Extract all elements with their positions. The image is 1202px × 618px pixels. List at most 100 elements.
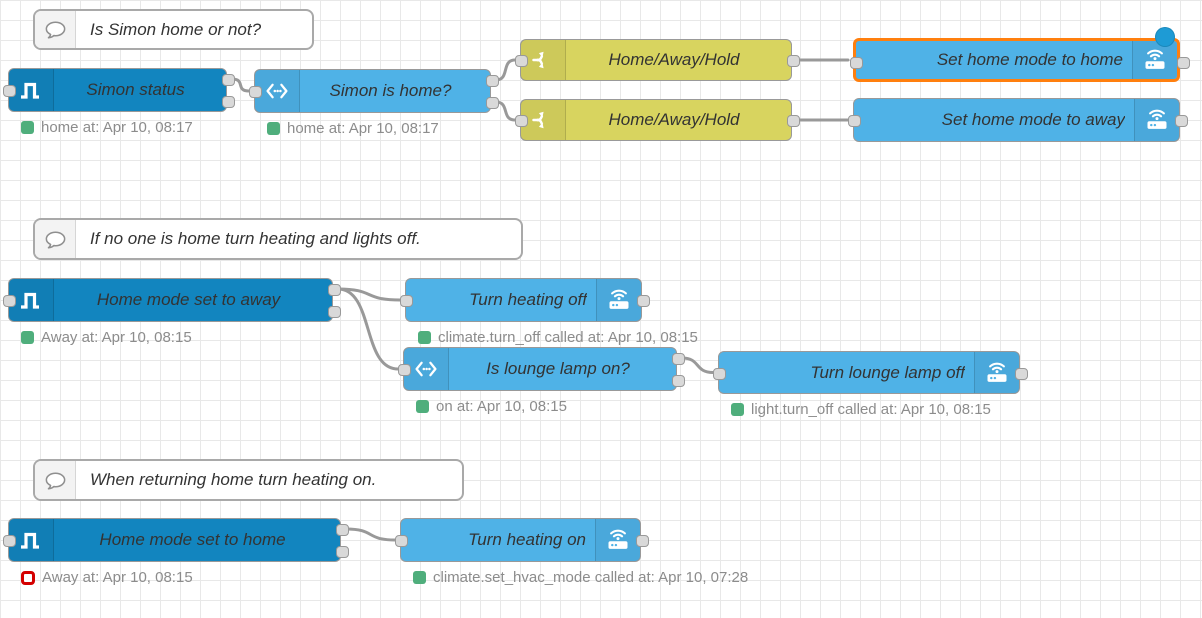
status-dot-icon [416, 400, 429, 413]
trigger-pulse-icon [9, 279, 54, 321]
status-text: Away at: Apr 10, 08:15 [42, 569, 193, 586]
node-port-input[interactable] [397, 364, 411, 376]
ha-device-icon [974, 352, 1019, 393]
node-label: Home mode set to home [99, 530, 286, 549]
node-port-output[interactable] [335, 546, 349, 558]
node-port-input[interactable] [2, 85, 16, 97]
ha-device-icon [1134, 99, 1179, 141]
node-turn_heating_off[interactable]: Turn heating off [399, 278, 650, 322]
node-label: Home/Away/Hold [608, 50, 740, 69]
node-is_lounge_lamp_on[interactable]: Is lounge lamp on? [397, 347, 685, 391]
node-set_home_mode_home[interactable]: Set home mode to home [849, 27, 1190, 82]
node-simon_status[interactable]: Simon status [2, 68, 235, 112]
node-port-output[interactable] [786, 55, 800, 67]
node-status: on at: Apr 10, 08:15 [416, 398, 567, 415]
node-port-output[interactable] [671, 375, 685, 387]
node-status: climate.turn_off called at: Apr 10, 08:1… [418, 329, 698, 346]
node-port-input[interactable] [2, 535, 16, 547]
node-port-input[interactable] [394, 535, 408, 547]
comment-bubble-icon [35, 461, 76, 499]
comment-bubble-icon [35, 11, 76, 48]
comment-node-c2[interactable]: If no one is home turn heating and light… [33, 218, 523, 260]
node-port-input[interactable] [399, 295, 413, 307]
comment-node-c3[interactable]: When returning home turn heating on. [33, 459, 464, 501]
comment-label: When returning home turn heating on. [90, 470, 377, 489]
node-port-output[interactable] [1176, 57, 1190, 69]
status-text: on at: Apr 10, 08:15 [436, 398, 567, 415]
wire[interactable] [230, 77, 251, 93]
node-port-input[interactable] [514, 115, 528, 127]
node-label: Set home mode to home [936, 50, 1123, 69]
node-port-input[interactable] [248, 86, 262, 98]
node-port-output[interactable] [636, 295, 650, 307]
node-status: light.turn_off called at: Apr 10, 08:15 [731, 401, 991, 418]
node-status: home at: Apr 10, 08:17 [267, 120, 439, 137]
node-port-output[interactable] [1014, 367, 1028, 380]
node-home_mode_home[interactable]: Home mode set to home [2, 518, 349, 562]
node-label: Home mode set to away [96, 290, 281, 309]
node-port-input[interactable] [2, 295, 16, 307]
node-port-output[interactable] [221, 96, 235, 108]
node-port-output[interactable] [485, 97, 499, 109]
node-status: climate.set_hvac_mode called at: Apr 10,… [413, 569, 748, 586]
status-dot-icon [731, 403, 744, 416]
status-text: home at: Apr 10, 08:17 [287, 120, 439, 137]
wire[interactable] [494, 58, 517, 82]
ha-device-icon [596, 279, 641, 321]
wire[interactable] [344, 527, 397, 542]
node-port-input[interactable] [849, 57, 863, 69]
wire[interactable] [494, 100, 517, 122]
node-label: Home/Away/Hold [608, 110, 740, 129]
status-dot-icon [418, 331, 431, 344]
comment-label: If no one is home turn heating and light… [90, 229, 421, 248]
status-text: light.turn_off called at: Apr 10, 08:15 [751, 401, 991, 418]
node-port-input[interactable] [847, 115, 861, 127]
node-port-input[interactable] [514, 55, 528, 67]
node-label: Simon is home? [329, 81, 452, 100]
changed-indicator [1155, 27, 1175, 47]
comment-label: Is Simon home or not? [90, 19, 262, 39]
comment-node-c1[interactable]: Is Simon home or not? [33, 9, 314, 50]
node-port-output[interactable] [221, 74, 235, 86]
node-turn_lounge_lamp_off[interactable]: Turn lounge lamp off [712, 351, 1028, 394]
node-turn_heating_on[interactable]: Turn heating on [394, 518, 649, 562]
comment-bubble-icon [35, 220, 76, 258]
switch-icon [255, 70, 300, 112]
status-dot-icon [413, 571, 426, 584]
node-port-output[interactable] [1174, 115, 1188, 127]
status-dot-icon [21, 331, 34, 344]
status-text: climate.set_hvac_mode called at: Apr 10,… [433, 569, 749, 586]
status-ring-icon [21, 570, 35, 585]
node-hah_top[interactable]: Home/Away/Hold [514, 39, 800, 81]
status-text: climate.turn_off called at: Apr 10, 08:1… [438, 329, 698, 346]
node-simon_is_home[interactable]: Simon is home? [248, 69, 499, 113]
status-text: Away at: Apr 10, 08:15 [41, 329, 192, 346]
wire[interactable] [336, 287, 402, 302]
wire[interactable] [680, 356, 715, 374]
node-port-output[interactable] [327, 306, 341, 318]
node-port-output[interactable] [335, 524, 349, 536]
node-label: Set home mode to away [941, 110, 1125, 129]
node-set_home_mode_away[interactable]: Set home mode to away [847, 98, 1188, 142]
node-label: Turn lounge lamp off [810, 362, 965, 382]
node-port-output[interactable] [635, 535, 649, 547]
node-port-output[interactable] [485, 75, 499, 87]
node-port-output[interactable] [786, 115, 800, 127]
switch-icon [404, 348, 449, 390]
node-label: Turn heating off [469, 290, 587, 309]
node-home_mode_away[interactable]: Home mode set to away [2, 278, 341, 322]
trigger-pulse-icon [9, 519, 54, 561]
node-port-output[interactable] [671, 353, 685, 365]
node-status: Away at: Apr 10, 08:15 [21, 329, 192, 346]
node-port-input[interactable] [712, 367, 726, 380]
trigger-pulse-icon [9, 69, 54, 111]
status-dot-icon [21, 121, 34, 134]
ha-device-icon [595, 519, 640, 561]
node-port-output[interactable] [327, 284, 341, 296]
split-arrows-icon [521, 40, 566, 80]
node-hah_bottom[interactable]: Home/Away/Hold [514, 99, 800, 141]
node-label: Is lounge lamp on? [486, 359, 630, 378]
node-status: home at: Apr 10, 08:17 [21, 119, 193, 136]
wire[interactable] [336, 287, 400, 371]
